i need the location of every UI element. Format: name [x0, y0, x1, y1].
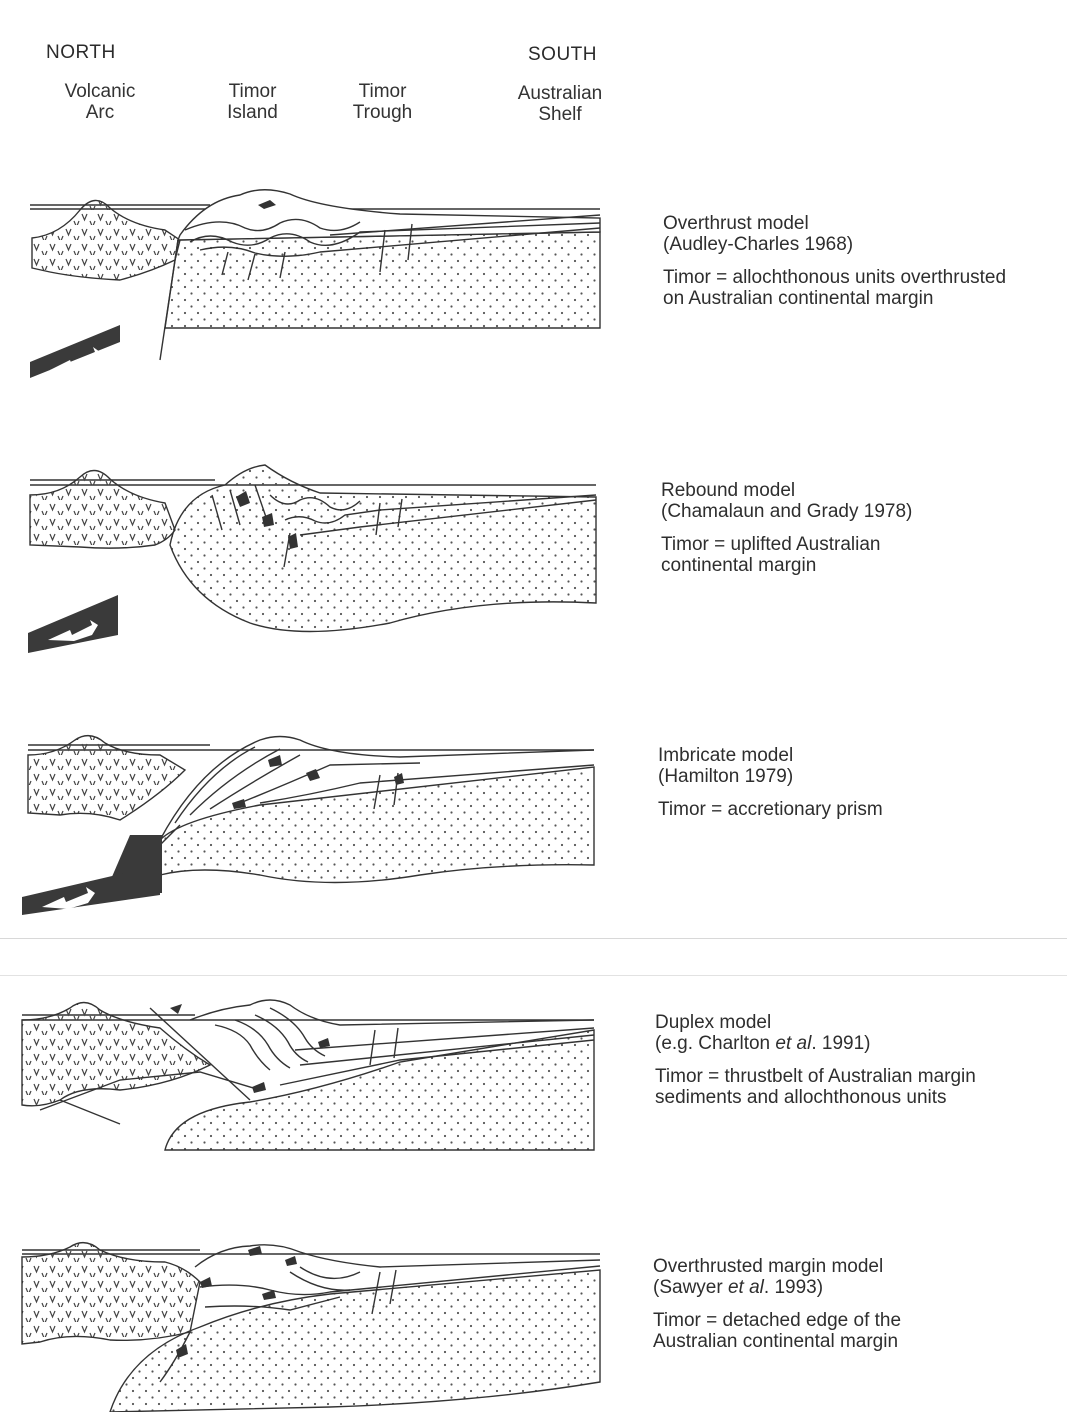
model-title: Duplex model: [655, 1012, 1067, 1033]
model-citation: (Hamilton 1979): [658, 766, 1067, 787]
column-label-timor-island: Timor Island: [205, 81, 300, 123]
model-description-imbricate: Imbricate model (Hamilton 1979) Timor = …: [658, 745, 1067, 820]
model-interpretation: Timor = uplifted Australian continental …: [661, 534, 1067, 576]
model-citation: (e.g. Charlton et al. 1991): [655, 1033, 1067, 1054]
interpretation-line: continental margin: [661, 555, 1067, 576]
column-label-line2: Arc: [50, 102, 150, 123]
overthrusted-margin-cross-section: [0, 1232, 640, 1412]
citation-text: (Sawyer: [653, 1277, 728, 1298]
column-label-line1: Timor: [335, 81, 430, 102]
model-citation: (Chamalaun and Grady 1978): [661, 501, 1067, 522]
model-interpretation: Timor = accretionary prism: [658, 799, 1067, 820]
duplex-cross-section: [0, 990, 640, 1160]
interpretation-line: Timor = detached edge of the: [653, 1310, 1067, 1331]
citation-text: . 1991): [811, 1033, 870, 1054]
interpretation-line: Timor = accretionary prism: [658, 799, 1067, 820]
rebound-cross-section: [0, 455, 640, 665]
model-interpretation: Timor = thrustbelt of Australian margin …: [655, 1066, 1067, 1108]
south-label: SOUTH: [528, 44, 597, 66]
interpretation-line: Australian continental margin: [653, 1331, 1067, 1352]
model-title: Imbricate model: [658, 745, 1067, 766]
interpretation-line: Timor = allochthonous units overthrusted: [663, 267, 1067, 288]
column-label-line1: Australian: [505, 83, 615, 104]
model-citation: (Audley-Charles 1968): [663, 234, 1067, 255]
model-title: Rebound model: [661, 480, 1067, 501]
subduction-arrow-icon: [30, 325, 120, 378]
north-label: NORTH: [46, 42, 116, 64]
interpretation-line: Timor = thrustbelt of Australian margin: [655, 1066, 1067, 1087]
citation-text: . 1993): [764, 1277, 823, 1298]
column-label-australian-shelf: Australian Shelf: [505, 83, 615, 125]
overthrust-cross-section: [0, 180, 640, 380]
column-label-line1: Volcanic: [50, 81, 150, 102]
model-title: Overthrusted margin model: [653, 1256, 1067, 1277]
column-label-line2: Trough: [335, 102, 430, 123]
imbricate-cross-section: [0, 725, 640, 925]
model-citation: (Sawyer et al. 1993): [653, 1277, 1067, 1298]
model-description-overthrust: Overthrust model (Audley-Charles 1968) T…: [663, 213, 1067, 309]
subduction-arrow-icon: [28, 595, 118, 653]
model-title: Overthrust model: [663, 213, 1067, 234]
interpretation-line: Timor = uplifted Australian: [661, 534, 1067, 555]
model-interpretation: Timor = detached edge of the Australian …: [653, 1310, 1067, 1352]
interpretation-line: sediments and allochthonous units: [655, 1087, 1067, 1108]
column-label-volcanic-arc: Volcanic Arc: [50, 81, 150, 123]
model-description-rebound: Rebound model (Chamalaun and Grady 1978)…: [661, 480, 1067, 576]
column-label-line2: Island: [205, 102, 300, 123]
scan-artifact-line: [0, 975, 1067, 976]
model-interpretation: Timor = allochthonous units overthrusted…: [663, 267, 1067, 309]
interpretation-line: on Australian continental margin: [663, 288, 1067, 309]
citation-et-al: et al: [775, 1033, 811, 1054]
column-label-timor-trough: Timor Trough: [335, 81, 430, 123]
citation-et-al: et al: [728, 1277, 764, 1298]
column-label-line2: Shelf: [505, 104, 615, 125]
model-description-duplex: Duplex model (e.g. Charlton et al. 1991)…: [655, 1012, 1067, 1108]
model-description-overthrusted-margin: Overthrusted margin model (Sawyer et al.…: [653, 1256, 1067, 1352]
column-label-line1: Timor: [205, 81, 300, 102]
scan-artifact-line: [0, 938, 1067, 939]
citation-text: (e.g. Charlton: [655, 1033, 775, 1054]
